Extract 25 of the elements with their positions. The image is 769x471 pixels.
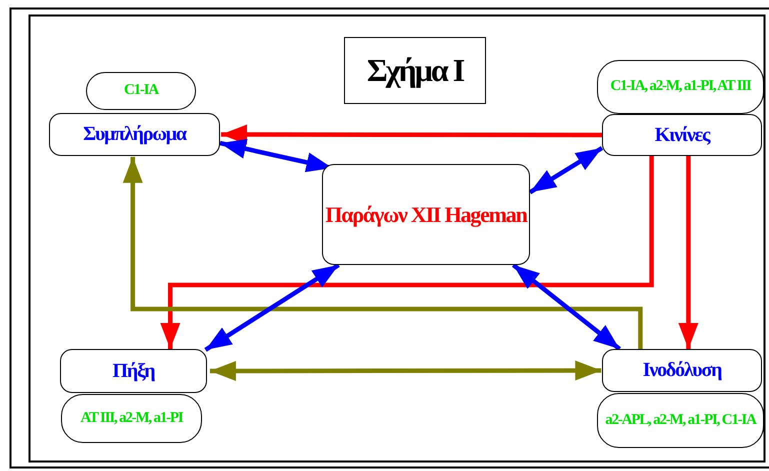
node-label: C1-IA: [124, 82, 158, 100]
system-box: [49, 113, 220, 156]
inhibitor-box: [61, 394, 202, 443]
arrow: [204, 263, 340, 352]
node-label: Κινίνες: [654, 124, 710, 146]
node-label: AT III, a2-M, a1-PI: [80, 410, 183, 428]
system-box: [60, 349, 207, 393]
arrow: [221, 124, 602, 145]
system-box: [602, 349, 762, 392]
inhibitor-box: [86, 72, 196, 110]
arrow: [512, 263, 621, 351]
inhibitor-box: [597, 393, 764, 448]
factor-box: [322, 164, 530, 265]
node-label: a2-APL, a2-M, a1-PI, C1-IA: [605, 412, 756, 430]
node-label: C1-IA, a2-M, a1-PI, AT III: [610, 78, 751, 96]
arrow: [678, 156, 698, 349]
arrow: [210, 360, 602, 381]
arrow: [528, 146, 604, 194]
inhibitor-box: [597, 60, 764, 114]
node-label: Πήξη: [112, 360, 154, 382]
node-label: Παράγων XII Hageman: [325, 202, 527, 228]
node-label: Συμπλήρωμα: [83, 123, 186, 146]
diagram-title: Σχήμα I: [344, 37, 486, 104]
system-box: [602, 114, 762, 156]
node-label: Ινοδόλυση: [642, 359, 722, 382]
